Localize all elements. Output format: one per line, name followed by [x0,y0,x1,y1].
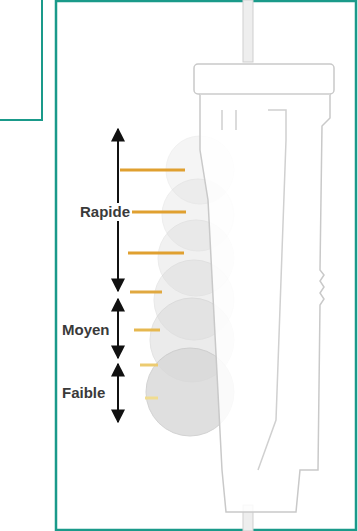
speed-label: Rapide [78,203,132,221]
speed-label: Moyen [60,321,112,339]
clamp-housing [200,92,330,512]
clamp-cap [194,64,334,94]
range-arrow [117,129,119,422]
tube [243,0,253,62]
clamp-rib [258,110,286,470]
panel-frame [56,1,356,530]
frame-line [0,0,42,120]
speed-label: Faible [60,384,107,402]
